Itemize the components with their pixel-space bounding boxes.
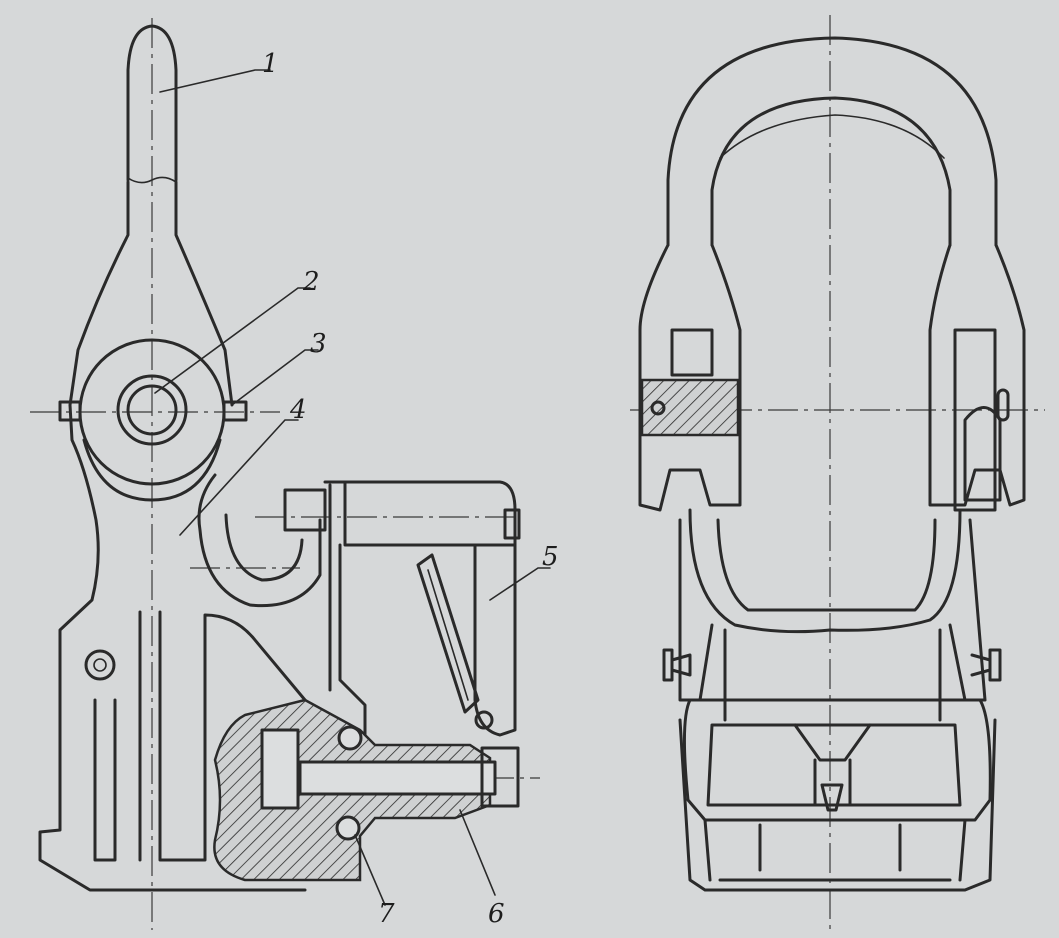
right-stud xyxy=(970,648,1002,682)
right-jaw xyxy=(928,243,1026,507)
center-loop xyxy=(688,508,962,634)
base-center-tip xyxy=(820,783,844,812)
callout-3: 3 xyxy=(310,329,327,359)
base-shoe xyxy=(682,698,992,822)
leader-6 xyxy=(459,809,496,896)
shaft-head xyxy=(480,746,520,808)
callout-2: 2 xyxy=(302,267,320,297)
bracket-left xyxy=(58,400,82,422)
finger-joint-line xyxy=(127,176,177,184)
side-knob xyxy=(84,649,116,681)
yoke-inner-rim xyxy=(719,114,945,159)
guide-strip xyxy=(93,698,117,862)
footing-inner xyxy=(703,818,967,882)
front-view xyxy=(630,15,1045,930)
left-pin-section xyxy=(640,378,740,437)
left-pin-hole xyxy=(650,400,666,416)
leader-4 xyxy=(179,419,299,536)
callout-labels: 1 2 3 4 5 6 7 xyxy=(262,49,559,929)
footing xyxy=(678,718,997,892)
piston-cavity xyxy=(260,728,300,810)
center-loop-inner xyxy=(716,518,937,612)
leader-3 xyxy=(231,349,319,406)
lower-collar xyxy=(82,438,222,502)
base-housing xyxy=(158,610,307,862)
bearing-ring xyxy=(116,374,188,446)
lock-hole-lower xyxy=(335,815,361,841)
base-shoe-inner xyxy=(706,723,962,807)
left-jaw xyxy=(638,243,742,512)
base-center-notch xyxy=(793,723,872,807)
left-jaw-slot xyxy=(670,328,714,377)
bracket-right xyxy=(222,400,248,422)
shaft-bore xyxy=(298,760,497,796)
axle-pin xyxy=(126,384,178,436)
lever xyxy=(473,543,517,737)
callout-6: 6 xyxy=(488,899,505,929)
lock-hole-upper xyxy=(337,725,363,751)
side-section-view xyxy=(30,18,540,930)
neck-curve xyxy=(197,473,322,608)
frame-bar xyxy=(338,543,367,742)
callout-1: 1 xyxy=(262,49,279,79)
arm-socket xyxy=(283,488,327,532)
yoke-inner xyxy=(710,96,952,247)
spring-rod-inner xyxy=(427,569,469,701)
side-knob-inner xyxy=(93,658,107,672)
right-jaw-slot xyxy=(953,328,997,512)
neck-inner-curve xyxy=(224,513,304,582)
leader-5 xyxy=(489,567,551,601)
arm-end-cap xyxy=(503,508,521,540)
leader-lines xyxy=(154,69,551,906)
leader-2 xyxy=(154,287,311,394)
callout-7: 7 xyxy=(378,899,395,929)
right-pin-slot xyxy=(996,388,1010,422)
leader-1 xyxy=(159,69,271,93)
callout-5: 5 xyxy=(542,542,559,572)
guide-finger xyxy=(126,24,178,182)
right-roller xyxy=(963,406,1002,502)
leader-7 xyxy=(354,834,386,906)
spring-rod xyxy=(416,553,480,714)
lever-pin xyxy=(474,710,494,730)
callout-4: 4 xyxy=(289,395,307,425)
yoke-outer xyxy=(666,36,998,247)
upper-arm xyxy=(323,480,517,547)
left-stud xyxy=(662,648,692,682)
body-outline xyxy=(38,180,307,892)
